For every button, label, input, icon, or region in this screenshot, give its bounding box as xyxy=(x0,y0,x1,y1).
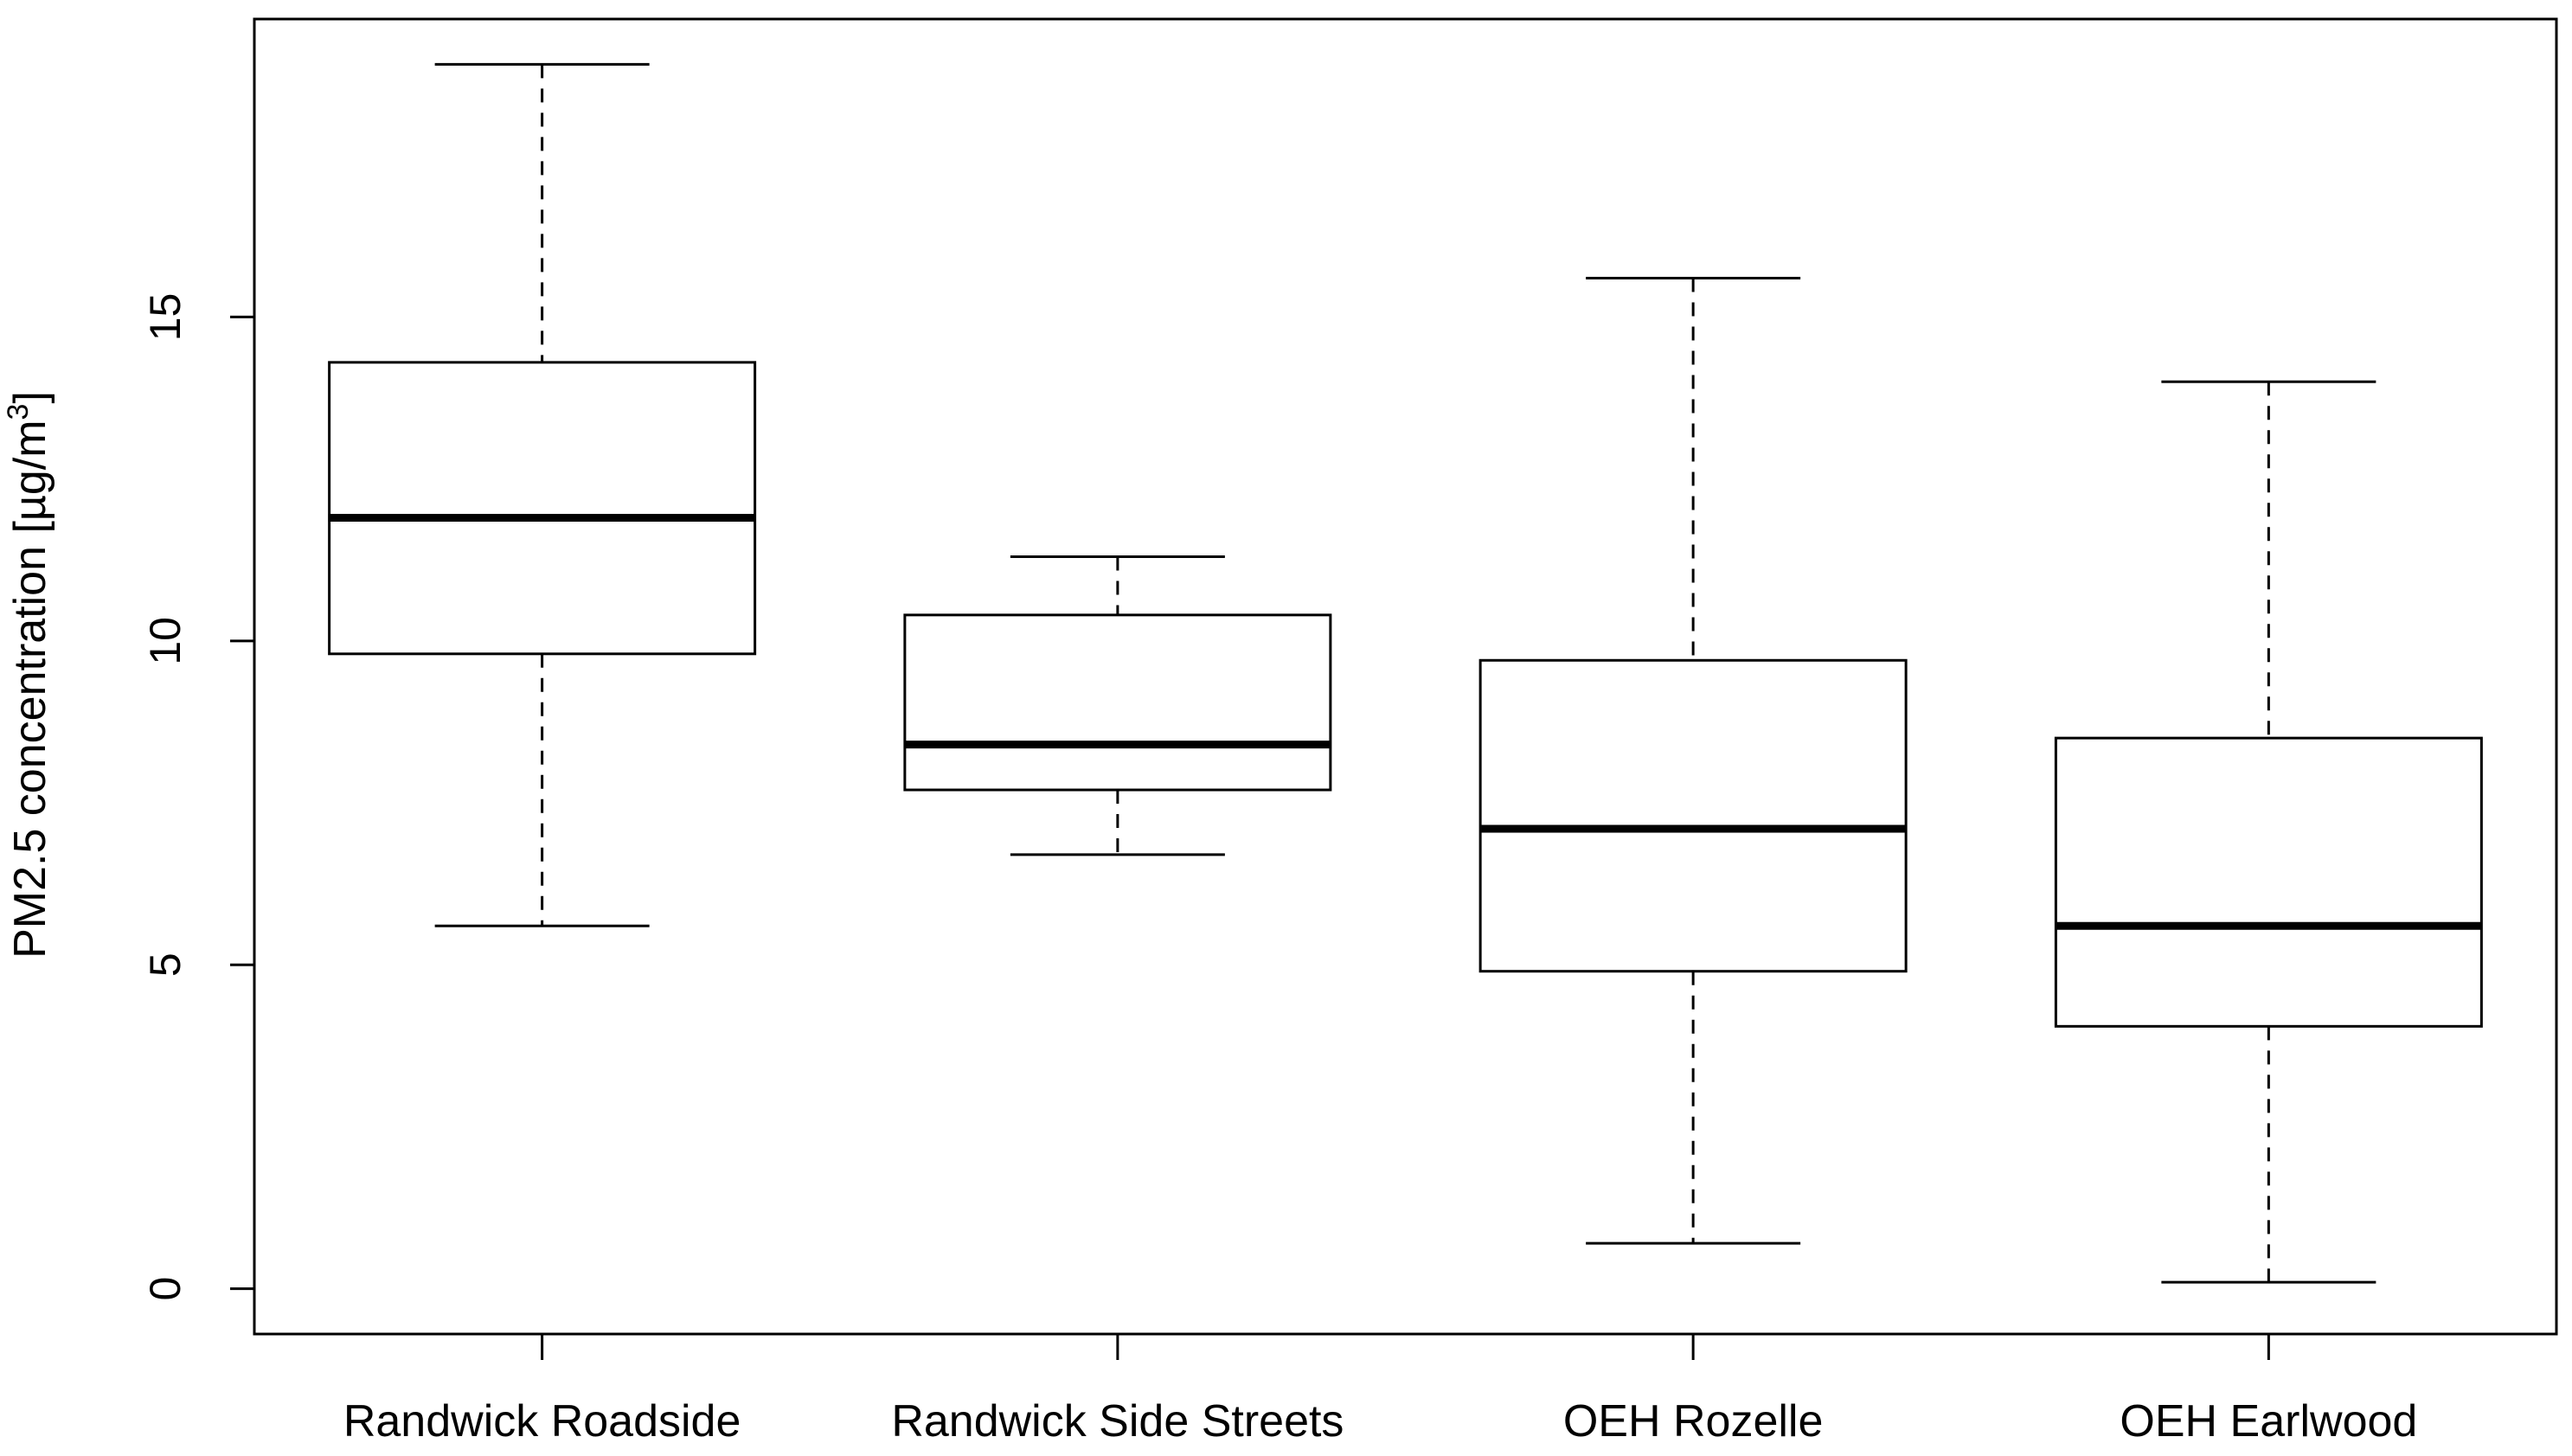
x-tick-label-4: OEH Earlwood xyxy=(2120,1396,2417,1446)
x-tick-label-2: Randwick Side Streets xyxy=(891,1396,1344,1446)
x-tick-label-3: OEH Rozelle xyxy=(1563,1396,1824,1446)
box-4 xyxy=(2054,380,2483,1284)
iqr-box xyxy=(903,613,1332,792)
y-axis-label-suffix: ] xyxy=(5,391,55,403)
y-tick-label-0: 0 xyxy=(141,1277,189,1301)
y-tick-label-5: 5 xyxy=(141,952,189,977)
y-axis-label-superscript: 3 xyxy=(2,404,35,420)
box-3 xyxy=(1478,277,1908,1245)
y-tick-label-15: 15 xyxy=(141,293,189,342)
box-1 xyxy=(328,62,757,927)
x-tick-label-1: Randwick Roadside xyxy=(343,1396,741,1446)
y-tick-label-10: 10 xyxy=(141,617,189,665)
iqr-box xyxy=(1478,658,1908,973)
plot-frame xyxy=(253,17,2558,1336)
plot-area xyxy=(328,62,2483,1284)
y-axis-label-main: PM2.5 concentration [µg/m xyxy=(5,420,55,958)
y-axis-label: PM2.5 concentration [µg/m3] xyxy=(2,391,55,959)
iqr-box xyxy=(328,361,757,656)
iqr-box xyxy=(2054,736,2483,1028)
box-2 xyxy=(903,555,1332,856)
